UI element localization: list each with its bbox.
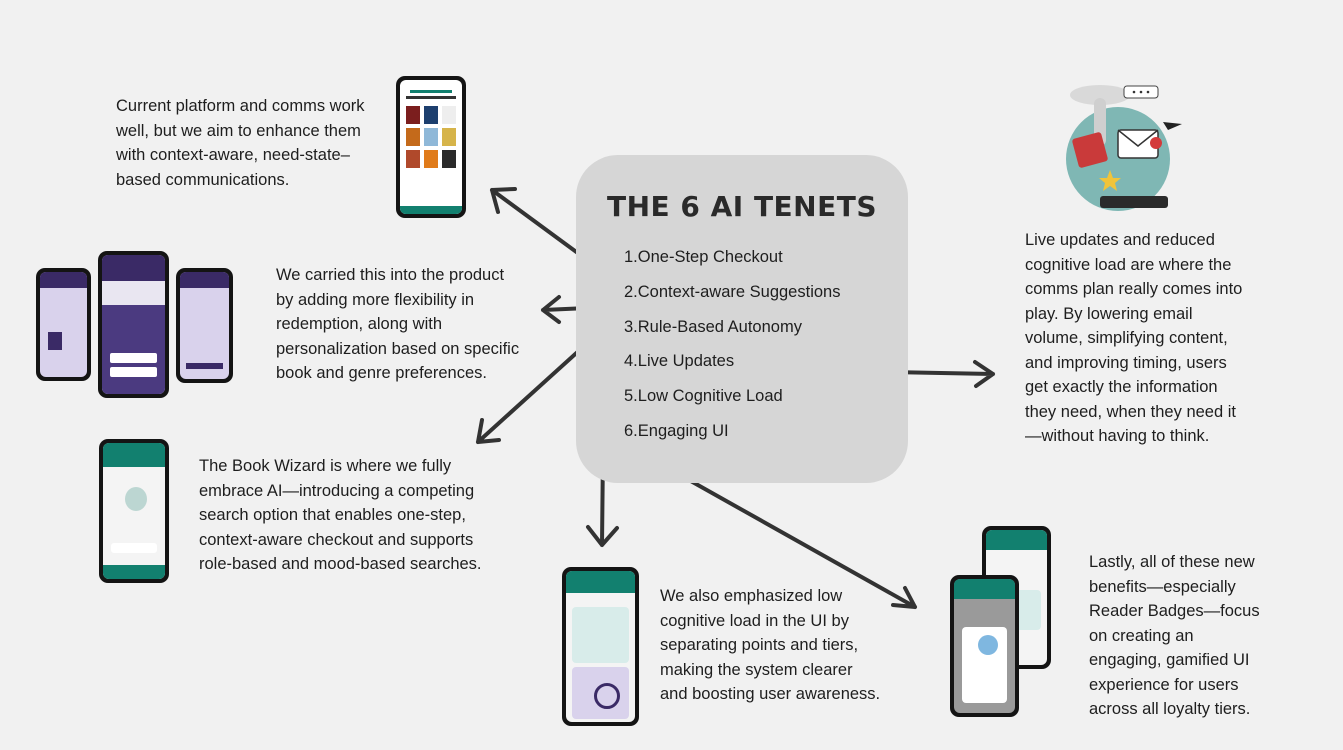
phone-redemption-center	[98, 251, 169, 398]
paragraph-live-updates: Live updates and reduced cognitive load …	[1025, 231, 1243, 445]
paragraph-engaging: Lastly, all of these new benefits—especi…	[1089, 553, 1260, 718]
paragraph-current-platform: Current platform and comms work well, bu…	[116, 97, 365, 189]
arrow-to-recommendations	[490, 187, 592, 264]
phone-recommendations	[396, 76, 466, 218]
tenets-card	[576, 155, 908, 483]
tenet-6: 6.Engaging UI	[624, 422, 729, 440]
phone-redemption-left	[36, 268, 91, 381]
phone-badges-front	[950, 575, 1019, 717]
phone-book-wizard	[99, 439, 169, 583]
phone-redemption-right	[176, 268, 233, 383]
paragraph-low-cognitive: We also emphasized low cognitive load in…	[660, 587, 881, 703]
paragraph-product-flexibility: We carried this into the product by addi…	[276, 266, 520, 382]
tenet-2: 2.Context-aware Suggestions	[624, 283, 841, 301]
phone-points	[562, 567, 639, 726]
tenets-title: THE 6 AI TENETS	[606, 190, 878, 223]
paragraph-book-wizard: The Book Wizard is where we fully embrac…	[199, 457, 482, 573]
arrow-to-book-wizard	[476, 336, 595, 444]
tenet-3: 3.Rule-Based Autonomy	[624, 318, 802, 336]
tenet-5: 5.Low Cognitive Load	[624, 387, 783, 405]
tenet-4: 4.Live Updates	[624, 352, 735, 370]
tenet-1: 1.One-Step Checkout	[624, 248, 783, 266]
